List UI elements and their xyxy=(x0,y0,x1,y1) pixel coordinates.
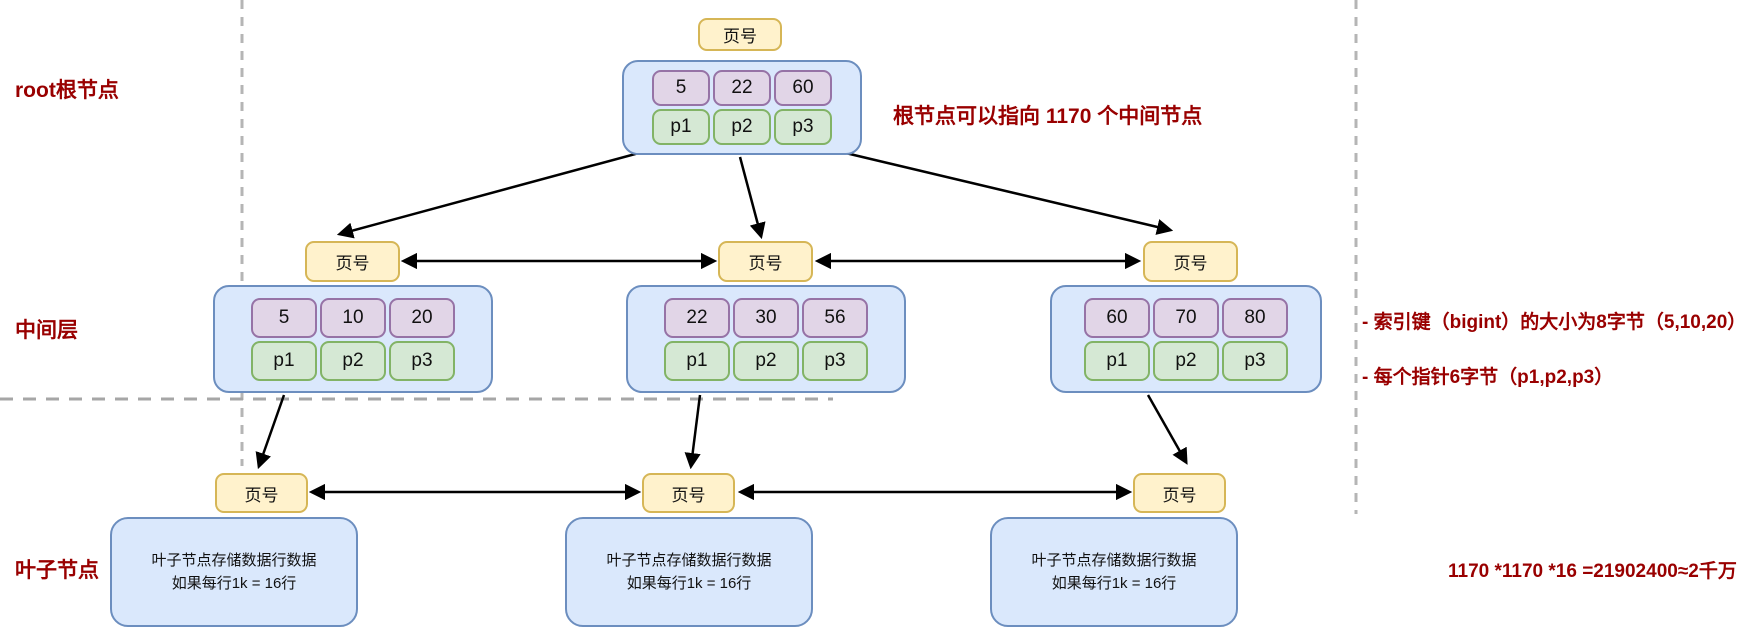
leaf-text-line2: 如果每行1k = 16行 xyxy=(626,575,752,592)
key-cell: 5 xyxy=(251,297,317,338)
mid-left-page-number-box: 页号 xyxy=(305,241,400,282)
mid-center-key-row: 22 30 56 xyxy=(664,297,868,338)
mid-right-node: 60 70 80 p1 p2 p3 xyxy=(1050,285,1322,393)
key-cell: 56 xyxy=(802,297,868,338)
pointer-cell: p3 xyxy=(802,340,868,381)
key-cell: 20 xyxy=(389,297,455,338)
annotation-total-capacity: 1170 *1170 *16 =21902400≈2千万 xyxy=(1448,561,1737,582)
pointer-cell: p2 xyxy=(320,340,386,381)
mid-center-node: 22 30 56 p1 p2 p3 xyxy=(626,285,906,393)
pointer-cell: p1 xyxy=(664,340,730,381)
leaf-center-page-number-box: 页号 xyxy=(642,473,735,513)
row-label-middle: 中间层 xyxy=(15,319,78,342)
leaf-text-line2: 如果每行1k = 16行 xyxy=(1051,575,1177,592)
key-cell: 22 xyxy=(713,70,771,106)
annotation-pointer-size: - 每个指针6字节（p1,p2,p3） xyxy=(1362,367,1614,388)
key-cell: 60 xyxy=(1084,297,1150,338)
page-number-label: 页号 xyxy=(671,485,706,505)
pointer-cell: p3 xyxy=(1222,340,1288,381)
pointer-cell: p2 xyxy=(733,340,799,381)
mid-right-key-row: 60 70 80 xyxy=(1084,297,1288,338)
annotation-root-fanout: 根节点可以指向 1170 个中间节点 xyxy=(893,105,1203,128)
leaf-left-node: 叶子节点存储数据行数据 如果每行1k = 16行 xyxy=(110,517,358,627)
leaf-left-page-number-box: 页号 xyxy=(215,473,308,513)
key-cell: 80 xyxy=(1222,297,1288,338)
pointer-cell: p2 xyxy=(1153,340,1219,381)
arrow-root-to-mid-right xyxy=(832,148,1174,235)
arrow-root-to-mid-left xyxy=(336,148,651,239)
key-cell: 22 xyxy=(664,297,730,338)
mid-right-page-number-box: 页号 xyxy=(1143,241,1238,282)
arrow-mid-left-to-leaf-left xyxy=(255,394,286,470)
row-label-leaf: 叶子节点 xyxy=(15,559,99,582)
mid-left-node: 5 10 20 p1 p2 p3 xyxy=(213,285,493,393)
key-cell: 30 xyxy=(733,297,799,338)
root-page-number-box: 页号 xyxy=(698,18,782,51)
leaf-right-node: 叶子节点存储数据行数据 如果每行1k = 16行 xyxy=(990,517,1238,627)
page-number-label: 页号 xyxy=(1173,254,1208,273)
row-label-root: root根节点 xyxy=(15,79,119,102)
root-key-row: 5 22 60 xyxy=(652,70,832,106)
leaf-right-page-number-box: 页号 xyxy=(1133,473,1226,513)
page-number-label: 页号 xyxy=(335,254,370,273)
pointer-cell: p3 xyxy=(774,109,832,145)
page-number-label: 页号 xyxy=(244,485,279,505)
mid-right-pointer-row: p1 p2 p3 xyxy=(1084,340,1288,381)
mid-left-pointer-row: p1 p2 p3 xyxy=(251,340,455,381)
page-number-label: 页号 xyxy=(748,254,783,273)
mid-center-page-number-box: 页号 xyxy=(718,241,813,282)
key-cell: 60 xyxy=(774,70,832,106)
mid-center-pointer-row: p1 p2 p3 xyxy=(664,340,868,381)
annotation-index-key-size: - 索引键（bigint）的大小为8字节（5,10,20） xyxy=(1362,312,1747,333)
pointer-cell: p2 xyxy=(713,109,771,145)
leaf-center-node: 叶子节点存储数据行数据 如果每行1k = 16行 xyxy=(565,517,813,627)
arrow-mid-center-to-leaf-center xyxy=(684,394,702,470)
leaf-text-line2: 如果每行1k = 16行 xyxy=(171,575,297,592)
page-number-label: 页号 xyxy=(723,27,757,46)
key-cell: 70 xyxy=(1153,297,1219,338)
pointer-cell: p1 xyxy=(1084,340,1150,381)
pointer-cell: p3 xyxy=(389,340,455,381)
mid-left-key-row: 5 10 20 xyxy=(251,297,455,338)
arrow-root-to-mid-center xyxy=(738,156,766,240)
arrow-mid-right-to-leaf-right xyxy=(1146,394,1188,465)
leaf-text-line1: 叶子节点存储数据行数据 xyxy=(606,551,772,569)
page-number-label: 页号 xyxy=(1162,485,1197,505)
root-node: 5 22 60 p1 p2 p3 xyxy=(622,60,862,155)
leaf-text-line1: 叶子节点存储数据行数据 xyxy=(1031,551,1197,569)
key-cell: 10 xyxy=(320,297,386,338)
root-pointer-row: p1 p2 p3 xyxy=(652,109,832,145)
pointer-cell: p1 xyxy=(652,109,710,145)
leaf-text-line1: 叶子节点存储数据行数据 xyxy=(151,551,317,569)
pointer-cell: p1 xyxy=(251,340,317,381)
key-cell: 5 xyxy=(652,70,710,106)
